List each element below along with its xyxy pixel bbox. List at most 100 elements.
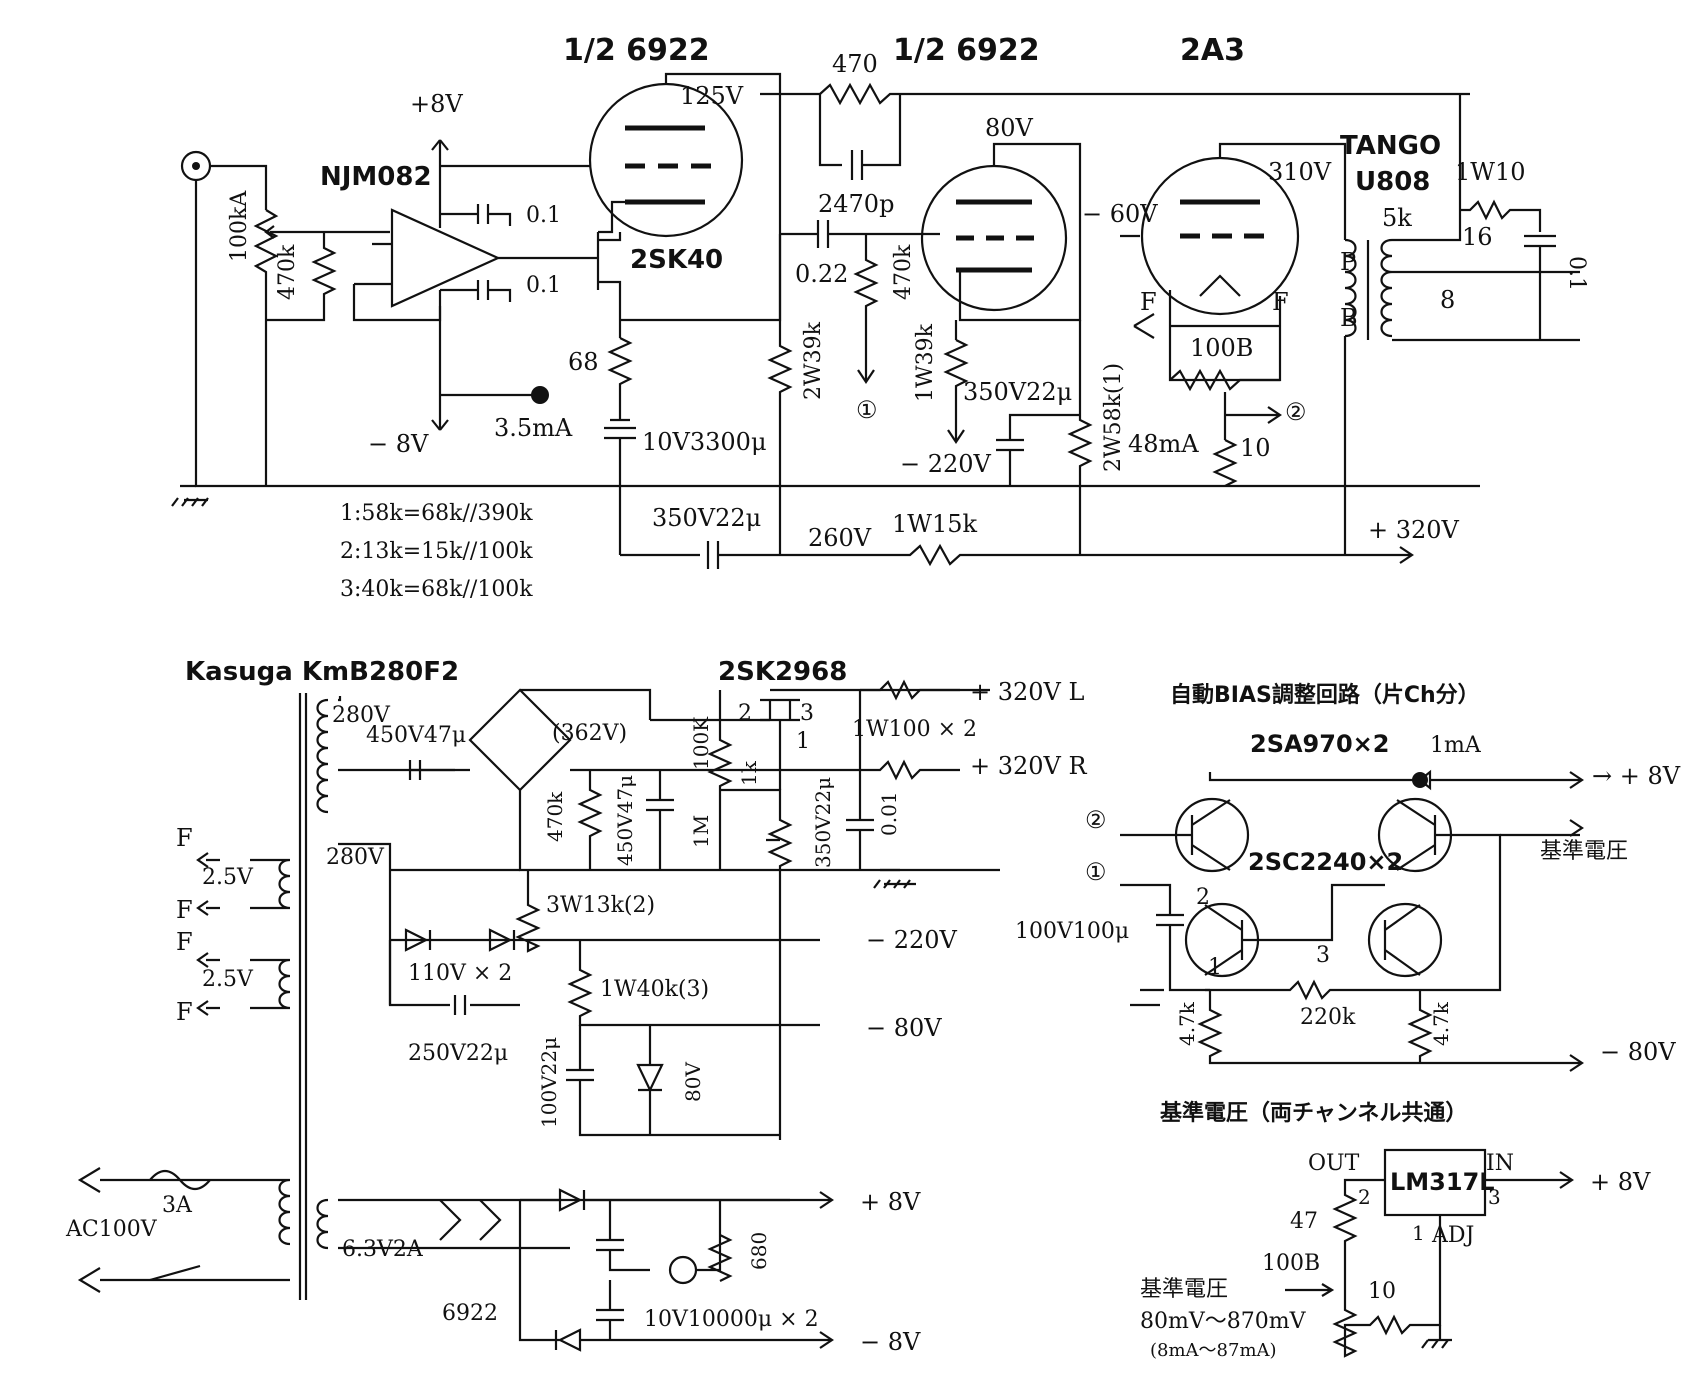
label-3a: 3A [162, 1193, 193, 1218]
opamp-njm082 [390, 208, 501, 308]
label-63v2a: 6.3V2A [342, 1237, 424, 1262]
label-6922: 6922 [442, 1301, 498, 1326]
label-01-zobel: 0.1 [1564, 256, 1589, 291]
power-supply-section [77, 679, 1000, 1352]
label-pin2: 2 [738, 701, 752, 726]
label-F2: F [1272, 288, 1289, 316]
label-2470p: 2470p [818, 190, 894, 218]
label-p320L: + 320V L [970, 678, 1085, 706]
transistor-2sc2240-b [1367, 902, 1443, 978]
label-25v-a: 2.5V [202, 865, 254, 890]
label-100B: 100B [1190, 334, 1253, 362]
label-470k-bleeder: 470k [543, 791, 567, 842]
label-47k-b: 4.7k [1429, 1001, 1453, 1046]
label-p320: + 320V [1368, 516, 1460, 544]
resistor-2w39k [767, 234, 793, 555]
label-tube3: 2A3 [1180, 33, 1245, 68]
label-10-ref: 10 [1368, 1279, 1396, 1304]
label-220k: 220k [1300, 1005, 1356, 1030]
label-100kA: 100kA [227, 190, 252, 262]
resistor-470k-bleeder [577, 770, 603, 870]
label-280v-b: 280V [326, 845, 385, 870]
label-1w10: 1W10 [1455, 158, 1525, 186]
label-35ma: 3.5mA [494, 414, 573, 442]
label-p8v-ref: + 8V [1590, 1168, 1651, 1196]
label-350v22c: 350V22μ [811, 777, 835, 868]
reference-section [1285, 1148, 1574, 1358]
label-100v22: 100V22μ [537, 1037, 561, 1128]
label-m220v-top: − 220V [900, 450, 992, 478]
label-10v3300: 10V3300μ [642, 428, 767, 456]
fet-2sk40 [585, 232, 622, 320]
label-adj: ADJ [1431, 1223, 1474, 1248]
label-pin3: 3 [800, 701, 814, 726]
label-B: B [1340, 304, 1358, 332]
label-125v: 125V [680, 82, 744, 110]
label-1w39k: 1W39k [913, 323, 938, 402]
label-tube1: 1/2 6922 [563, 33, 710, 68]
label-450v47b: 450V47μ [613, 775, 637, 866]
label-350v22a: 350V22μ [963, 378, 1072, 406]
label-2w39k: 2W39k [801, 321, 826, 400]
label-in: IN [1486, 1151, 1514, 1176]
label-280v-a: 280V [332, 703, 391, 728]
led-indicator [668, 1255, 698, 1285]
label-2sk40: 2SK40 [630, 245, 723, 275]
label-tr2: 2 [1196, 885, 1210, 910]
label-350v22b: 350V22μ [652, 504, 761, 532]
label-ref1-bias: ① [1085, 858, 1107, 886]
label-110v: 110V × 2 [408, 961, 512, 986]
labels: 1/2 6922 1/2 6922 2A3 NJM082 2SK40 TANGO… [65, 33, 1681, 1361]
label-1k: 1k [737, 760, 761, 786]
label-1w40k: 1W40k(3) [600, 977, 709, 1002]
label-10-cathode: 10 [1240, 434, 1271, 462]
label-pin1: 1 [796, 729, 810, 754]
label-tr1: 1 [1208, 955, 1222, 980]
label-80v-zener: 80V [681, 1062, 705, 1102]
label-m60v: − 60V [1082, 200, 1158, 228]
label-range: 80mV～870mV [1140, 1309, 1307, 1334]
resistor-1w39k [943, 339, 969, 440]
label-hF1: F [176, 824, 193, 852]
pot-100b [1169, 368, 1280, 392]
auto-bias-section [1120, 769, 1584, 1072]
label-eq2: 2:13k=15k//100k [340, 539, 533, 564]
label-100B-ref: 100B [1262, 1251, 1320, 1276]
regulator-lm317l [1383, 1148, 1487, 1217]
label-ref2-bias: ② [1085, 806, 1107, 834]
label-eq1: 1:58k=68k//390k [340, 501, 533, 526]
label-range-ma: (8mA～87mA) [1150, 1340, 1277, 1361]
label-1M: 1M [689, 815, 713, 848]
label-022: 0.22 [795, 260, 848, 288]
label-F1: F [1140, 288, 1157, 316]
label-lm317l: LM317L [1390, 1168, 1495, 1196]
label-p8v-bias: → + 8V [1592, 762, 1681, 790]
label-tr3: 3 [1316, 943, 1330, 968]
label-3w13k: 3W13k(2) [546, 893, 655, 918]
label-out: OUT [1308, 1151, 1360, 1176]
label-p8v: +8V [410, 90, 463, 118]
label-hF3: F [176, 928, 193, 956]
label-100v100: 100V100μ [1015, 919, 1129, 944]
label-80v-tube: 80V [985, 114, 1034, 142]
label-ref2-amp: ② [1285, 398, 1307, 426]
amplifier-section [171, 72, 1580, 569]
label-tube2: 1/2 6922 [893, 33, 1040, 68]
power-transformer [298, 693, 308, 1300]
volume-pot [253, 209, 279, 320]
label-1ma: 1mA [1430, 733, 1482, 758]
label-8: 8 [1440, 286, 1455, 314]
label-reg1: 1 [1412, 1221, 1425, 1245]
resistor-68 [607, 337, 633, 420]
label-bias-title: 自動BIAS調整回路（片Ch分） [1170, 682, 1480, 708]
label-250v22: 250V22μ [408, 1041, 508, 1066]
label-2w58k: 2W58k(1) [1101, 363, 1126, 472]
label-reg3: 3 [1488, 1185, 1501, 1209]
label-1w15k: 1W15k [892, 510, 977, 538]
label-kijun-in: 基準電圧 [1140, 1277, 1228, 1302]
label-c01a: 0.1 [526, 203, 561, 228]
label-310v: 310V [1268, 158, 1332, 186]
resistor-470k-input [266, 232, 337, 322]
label-10v10000: 10V10000μ × 2 [644, 1307, 819, 1332]
